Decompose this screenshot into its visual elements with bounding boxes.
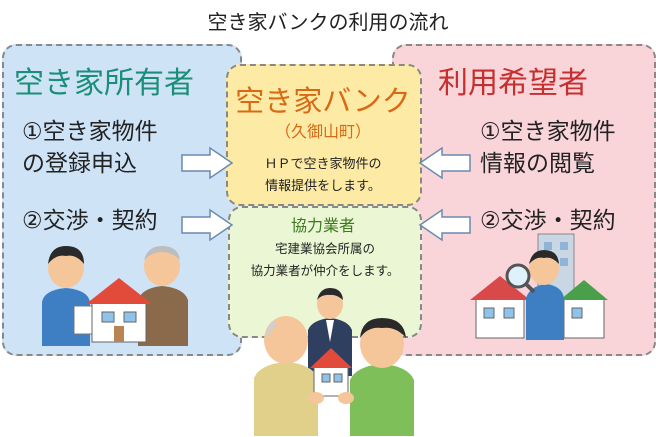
house-icon [308, 348, 354, 404]
cooperator-description: 宅建業協会所属の 協力業者が仲介をします。 [232, 238, 418, 282]
handshake-illustration [254, 288, 414, 436]
bank-desc-line2: 情報提供をします。 [265, 179, 381, 194]
arrow-left-icon [418, 208, 471, 242]
cooperator-heading: 協力業者 [290, 216, 355, 235]
coop-desc-line1: 宅建業協会所属の [274, 241, 375, 256]
owner-step1-line2: の登録申込 [22, 151, 137, 177]
user-heading: 利用希望者 [438, 66, 588, 101]
house-icon [86, 278, 152, 343]
house-icon [560, 280, 608, 339]
arrow-right-icon [181, 146, 234, 180]
bank-panel [226, 64, 422, 206]
elderly-person-icon [254, 316, 318, 436]
coop-desc-line2: 協力業者が仲介をします。 [250, 263, 400, 278]
bank-description: ＨＰで空き家物件の 情報提供をします。 [226, 154, 420, 198]
elderly-person-icon [138, 246, 188, 346]
person-icon [350, 318, 414, 436]
arrow-left-icon [418, 146, 471, 180]
person-icon [42, 246, 97, 346]
magnifier-icon [505, 263, 536, 294]
arrow-right-icon [181, 208, 234, 242]
page-title: 空き家バンクの利用の流れ [207, 10, 449, 34]
user-step1-line2: 情報の閲覧 [480, 151, 595, 177]
user-illustration [470, 233, 608, 340]
person-icon [526, 250, 564, 340]
owner-heading: 空き家所有者 [14, 66, 194, 101]
owner-illustration [42, 246, 188, 346]
user-step1-line1: ①空き家物件 [480, 119, 616, 145]
bank-subtitle: （久御山町） [274, 122, 371, 141]
user-step2: ②交渉・契約 [480, 208, 616, 234]
bank-desc-line1: ＨＰで空き家物件の [264, 157, 382, 172]
owner-step2: ②交渉・契約 [22, 208, 158, 234]
owner-step1-line1: ①空き家物件 [22, 119, 158, 145]
bank-heading: 空き家バンク [235, 84, 411, 118]
house-icon [470, 276, 530, 339]
